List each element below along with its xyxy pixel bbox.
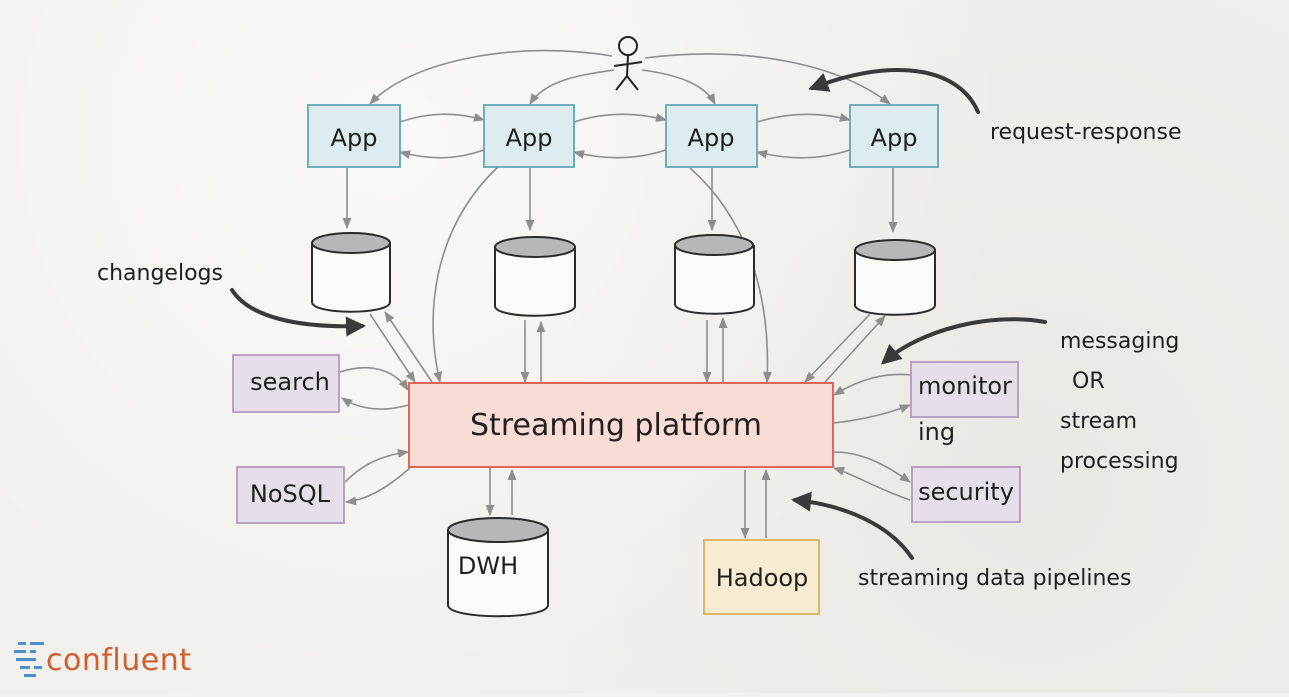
messaging-note-line1: messaging (1060, 329, 1179, 354)
nosql-label: NoSQL (250, 480, 331, 508)
database-cylinder-icon (494, 236, 576, 317)
app-label: App (871, 124, 918, 152)
app-to-platform-arrows (432, 164, 772, 384)
app-to-app-arrows (398, 113, 852, 159)
annotation-arrows (230, 68, 1047, 560)
pipelines-note: streaming data pipelines (858, 566, 1131, 591)
app-box: App (483, 104, 575, 168)
dwh-database-cylinder-icon (447, 517, 549, 618)
database-cylinder-icon (311, 232, 391, 313)
nosql-box: NoSQL (236, 466, 345, 524)
app-box: App (665, 104, 758, 168)
side-system-arrows (339, 366, 913, 506)
security-label: security (918, 478, 1014, 506)
monitoring-box: monitor ing (910, 361, 1019, 446)
messaging-note-line2: OR (1072, 369, 1105, 394)
user-to-app-arrows (369, 49, 891, 105)
app-label: App (506, 124, 553, 152)
request-response-note: request-response (990, 120, 1182, 145)
db-to-platform-arrows (369, 311, 886, 384)
bottom-system-arrows (485, 468, 771, 540)
search-box: search (232, 354, 340, 413)
monitoring-label-line1: monitor (918, 372, 1012, 400)
hadoop-label: Hadoop (716, 564, 809, 592)
messaging-note-line4: processing (1060, 449, 1179, 474)
app-label: App (331, 124, 378, 152)
app-box: App (849, 104, 939, 168)
app-to-db-arrows (342, 168, 898, 234)
changelogs-note: changelogs (97, 261, 223, 286)
confluent-logo-icon: confluent (14, 642, 192, 678)
streaming-platform-box: Streaming platform (408, 382, 834, 468)
monitoring-label-line2: ing (918, 418, 955, 446)
database-cylinder-icon (674, 234, 755, 315)
platform-label: Streaming platform (470, 408, 762, 443)
hadoop-box: Hadoop (703, 539, 820, 615)
confluent-logo-text: confluent (46, 643, 192, 678)
search-label: search (250, 368, 330, 396)
app-box: App (307, 104, 401, 168)
database-cylinder-icon (854, 239, 936, 316)
messaging-note-line3: stream (1060, 409, 1137, 434)
security-box: security (911, 466, 1021, 523)
dwh-label: DWH (458, 552, 518, 580)
app-label: App (688, 124, 735, 152)
user-stick-figure-icon (613, 36, 643, 91)
